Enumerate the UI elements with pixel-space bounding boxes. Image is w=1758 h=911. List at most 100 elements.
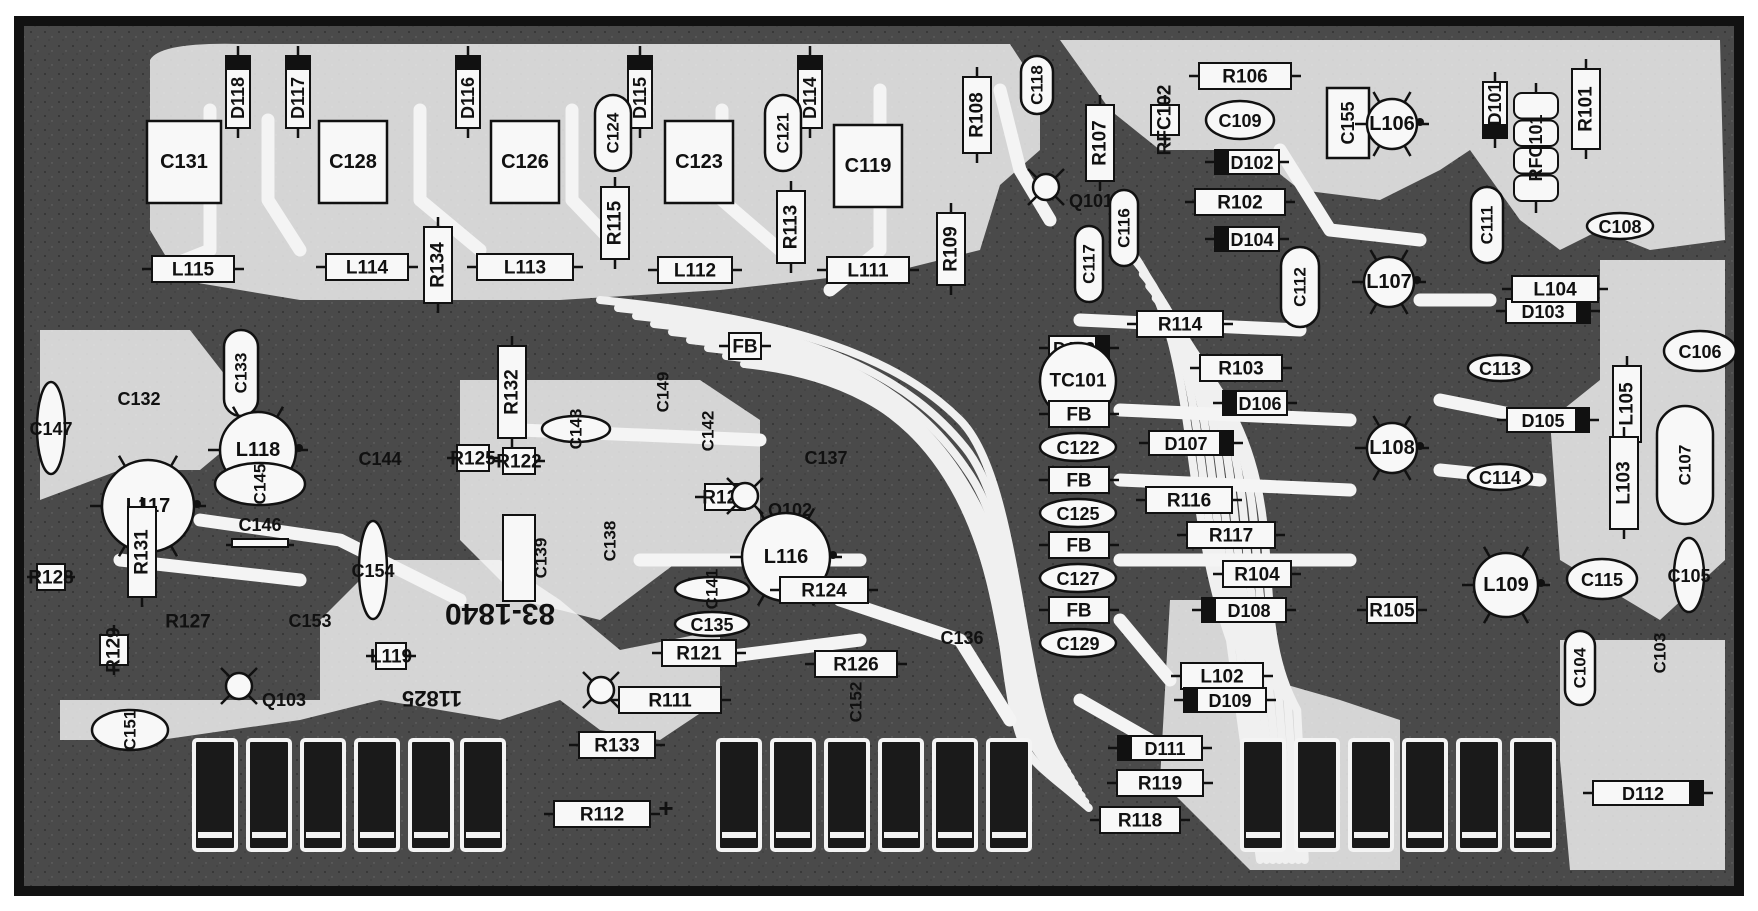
- component-r127[interactable]: R127: [0, 612, 211, 633]
- component-c129[interactable]: C129: [1038, 627, 1118, 659]
- component-d106[interactable]: D106: [1213, 390, 1297, 416]
- component-l107[interactable]: L107: [1352, 249, 1426, 315]
- component-l103[interactable]: L103: [1609, 427, 1639, 539]
- component-fb[interactable]: FB: [1039, 596, 1119, 624]
- component-l108[interactable]: L108: [1355, 415, 1429, 481]
- component-r116[interactable]: R116: [1136, 486, 1242, 514]
- component-c125[interactable]: C125: [1038, 497, 1118, 529]
- component-c118[interactable]: C118: [1019, 54, 1055, 116]
- component-l104[interactable]: L104: [1502, 275, 1608, 303]
- component-r118[interactable]: R118: [1090, 806, 1190, 834]
- component-fb[interactable]: FB: [1039, 531, 1119, 559]
- component-c146[interactable]: C146: [226, 515, 294, 548]
- component-fb[interactable]: FB: [1039, 466, 1119, 494]
- component-c112[interactable]: C112: [1279, 245, 1321, 329]
- component-d111[interactable]: D111: [1108, 735, 1212, 761]
- component-r117[interactable]: R117: [1177, 521, 1285, 549]
- component-d116[interactable]: D116: [455, 46, 481, 138]
- component-c122[interactable]: C122: [1038, 431, 1118, 463]
- component-r125[interactable]: R125: [447, 444, 499, 472]
- component-r115[interactable]: R115: [600, 177, 630, 269]
- component-l112[interactable]: L112: [648, 256, 742, 284]
- component-c135[interactable]: C135: [673, 610, 751, 638]
- component-c106[interactable]: C106: [1662, 329, 1738, 373]
- component-c147[interactable]: C147: [29, 380, 73, 476]
- component-c104[interactable]: C104: [1563, 629, 1597, 707]
- component-r103[interactable]: R103: [1190, 354, 1292, 382]
- component-d101[interactable]: D101: [1482, 72, 1508, 148]
- component-r133[interactable]: R133: [569, 731, 665, 759]
- component-r106[interactable]: R106: [1189, 62, 1301, 90]
- component-c103[interactable]: C103: [1651, 633, 1670, 674]
- component-r104[interactable]: R104: [1213, 560, 1301, 588]
- component-c111[interactable]: C111: [1469, 185, 1505, 265]
- component-c153[interactable]: C153: [288, 611, 331, 631]
- component-r121[interactable]: R121: [652, 639, 746, 667]
- component-r108[interactable]: R108: [962, 67, 992, 163]
- component-c151[interactable]: C151: [90, 708, 170, 752]
- component-r124[interactable]: R124: [770, 576, 878, 604]
- component-c152[interactable]: C152: [847, 682, 866, 723]
- component-d117[interactable]: D117: [285, 46, 311, 138]
- component-c128[interactable]: C128: [317, 119, 389, 205]
- component-c117[interactable]: C117: [1073, 224, 1105, 304]
- component-d102[interactable]: D102: [1205, 149, 1289, 175]
- component-d115[interactable]: D115: [627, 46, 653, 138]
- component-l114[interactable]: L114: [316, 253, 418, 281]
- component-d103[interactable]: D103: [1496, 298, 1600, 324]
- component-l102[interactable]: L102: [1171, 662, 1273, 690]
- component-fb[interactable]: FB: [1039, 400, 1119, 428]
- component-c143[interactable]: C143: [540, 409, 612, 450]
- component-c115[interactable]: C115: [1565, 557, 1639, 601]
- component-r129[interactable]: R129: [99, 625, 129, 675]
- component-c119[interactable]: C119: [832, 123, 904, 209]
- component-c142[interactable]: C142: [699, 411, 718, 452]
- component-c132[interactable]: C132: [117, 389, 160, 409]
- component-c145[interactable]: C145: [213, 461, 307, 507]
- component-d105[interactable]: D105: [1497, 407, 1599, 433]
- component-c105[interactable]: C105: [1667, 536, 1711, 614]
- component-d112[interactable]: D112: [1583, 780, 1713, 806]
- component-l105[interactable]: L105: [1612, 356, 1642, 452]
- component-c121[interactable]: C121: [763, 93, 803, 173]
- component-l111[interactable]: L111: [817, 256, 919, 284]
- component-r122[interactable]: R122: [493, 447, 545, 475]
- component-c137[interactable]: C137: [804, 448, 847, 468]
- component-r134[interactable]: R134: [423, 217, 453, 313]
- component-r131[interactable]: R131: [127, 497, 157, 607]
- component-l115[interactable]: L115: [142, 255, 244, 283]
- component-d104[interactable]: D104: [1205, 226, 1289, 252]
- component-c124[interactable]: C124: [593, 93, 633, 173]
- component-c109[interactable]: C109: [1204, 99, 1276, 141]
- component-rfc102[interactable]: RFC102: [1150, 85, 1180, 156]
- component-c113[interactable]: C113: [1466, 353, 1534, 383]
- component-q101[interactable]: Q101: [1027, 168, 1113, 211]
- component-c138[interactable]: C138: [601, 521, 620, 562]
- component-r102[interactable]: R102: [1185, 188, 1295, 216]
- component-l106[interactable]: L106: [1355, 91, 1429, 157]
- component-c127[interactable]: C127: [1038, 562, 1118, 594]
- component-r132[interactable]: R132: [497, 336, 527, 448]
- component-c131[interactable]: C131: [145, 119, 223, 205]
- component-r113[interactable]: R113: [776, 181, 806, 273]
- component-l119[interactable]: L119: [366, 642, 416, 670]
- component-r111[interactable]: R111: [609, 686, 731, 714]
- component-l113[interactable]: L113: [467, 253, 583, 281]
- component-c154[interactable]: C154: [351, 519, 395, 621]
- component-d109[interactable]: D109: [1174, 687, 1276, 713]
- component-c144[interactable]: C144: [358, 449, 401, 469]
- component-c149[interactable]: C149: [654, 372, 673, 413]
- component-r109[interactable]: R109: [936, 203, 966, 295]
- component-r119[interactable]: R119: [1107, 769, 1213, 797]
- component-r126[interactable]: R126: [805, 650, 907, 678]
- component-r114[interactable]: R114: [1127, 310, 1233, 338]
- component-c116[interactable]: C116: [1108, 188, 1140, 268]
- component-r101[interactable]: R101: [1571, 59, 1601, 159]
- component-c108[interactable]: C108: [1585, 211, 1655, 241]
- component-r107[interactable]: R107: [1085, 95, 1115, 191]
- component-q103[interactable]: Q103: [220, 667, 306, 710]
- component-c136[interactable]: C136: [940, 628, 983, 648]
- component-d108[interactable]: D108: [1192, 597, 1296, 623]
- component-fb[interactable]: FB: [719, 332, 771, 360]
- component-c133[interactable]: C133: [222, 328, 260, 418]
